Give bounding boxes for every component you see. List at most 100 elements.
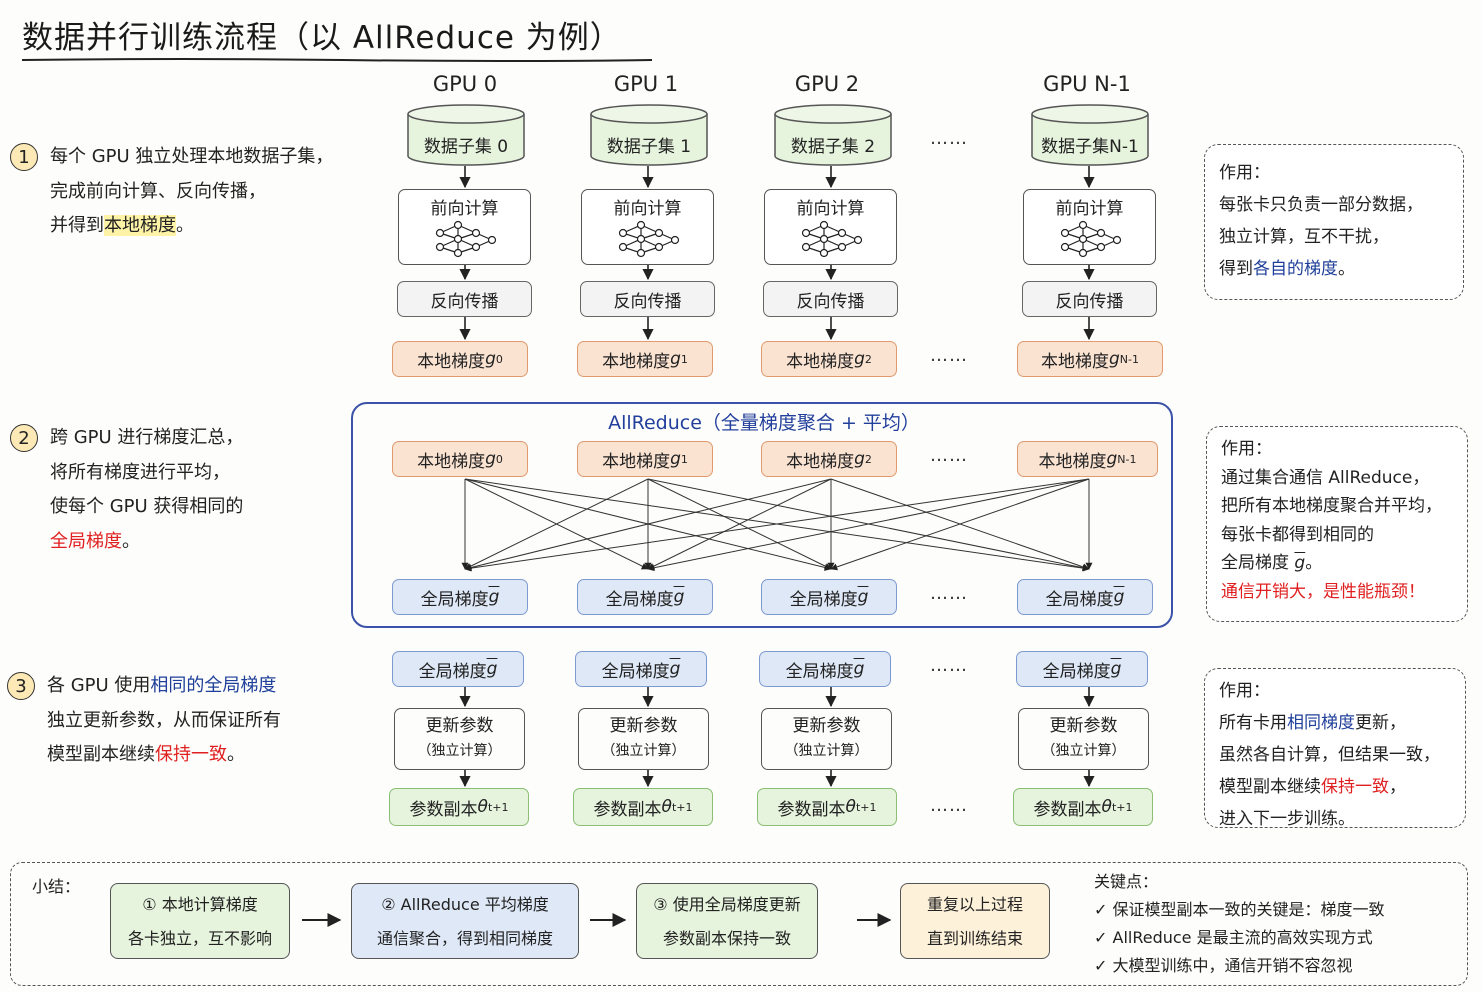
step-2-highlight: 全局梯度 (50, 530, 122, 552)
global-grad-1: 全局梯度 g (575, 651, 707, 687)
local-grad-label: 本地梯度 (417, 351, 486, 372)
theta-superscript: t+1 (1111, 800, 1133, 814)
side-note-post: 更新， (1355, 713, 1406, 733)
theta-superscript: t+1 (671, 800, 693, 814)
g-symbol: g (670, 449, 681, 469)
side-note-warning: 通信开销大，是性能瓶颈！ (1221, 581, 1425, 602)
step-2-line-3: 使每个 GPU 获得相同的 (50, 496, 244, 517)
update-sub-label: （独立计算） (601, 743, 686, 759)
update-label: 更新参数 (792, 716, 861, 736)
side-note-2: 作用： 通过集合通信 AllReduce， 把所有本地梯度聚合并平均， 每张卡都… (1206, 426, 1468, 622)
side-note-line: 所有卡用相同梯度更新， (1219, 707, 1451, 739)
key-point: ✓ AllReduce 是最主流的高效实现方式 (1094, 928, 1373, 947)
forward-box-n1: 前向计算 (1023, 189, 1156, 265)
g-subscript: 2 (864, 352, 872, 366)
dataset-label-0: 数据子集 0 (423, 137, 509, 157)
local-grad-label: 本地梯度 (786, 451, 855, 472)
side-note-line: 模型副本继续保持一致， (1219, 771, 1451, 803)
side-note-highlight: 各自的梯度 (1253, 259, 1338, 279)
side-note-line: 通过集合通信 AllReduce， (1221, 467, 1430, 488)
update-sub-label: （独立计算） (417, 743, 502, 759)
local-grad-label: 本地梯度 (417, 451, 486, 472)
backward-box-2: 反向传播 (763, 281, 898, 317)
global-grad-n1: 全局梯度 g (1016, 651, 1148, 687)
step-3-highlight-blue: 相同的全局梯度 (150, 675, 277, 696)
summary-box-sub: 参数副本保持一致 (662, 929, 791, 948)
allreduce-arrow (647, 478, 832, 570)
g-bar-symbol: g (669, 659, 681, 679)
page-title: 数据并行训练流程（以 AllReduce 为例） (22, 20, 622, 56)
step-3-line-2: 独立更新参数，从而保证所有 (47, 709, 281, 731)
step-1-text: 每个 GPU 独立处理本地数据子集， 完成前向计算、反向传播， 并得到本地梯度。 (50, 140, 333, 244)
side-note-pre: 全局梯度 (1221, 553, 1295, 573)
side-note-post: 。 (1305, 553, 1323, 573)
ellipsis-global: …… (930, 655, 968, 676)
side-note-line: 把所有本地梯度聚合并平均， (1221, 496, 1442, 516)
step-3-line-1: 各 GPU 使用相同的全局梯度 (47, 669, 281, 704)
global-grad-2: 全局梯度 g (759, 651, 891, 687)
local-grad-label: 本地梯度 (602, 451, 671, 472)
summary-box-3: ③ 使用全局梯度更新参数副本保持一致 (636, 883, 818, 959)
key-points-head: 关键点： (1094, 872, 1159, 891)
side-note-1: 作用： 每张卡只负责一部分数据， 独立计算，互不干扰， 得到各自的梯度。 (1204, 144, 1464, 300)
ellipsis-ar-local: …… (930, 445, 968, 466)
theta-superscript: t+1 (487, 800, 509, 814)
global-grad-label: 全局梯度 (420, 589, 489, 610)
local-grad-label: 本地梯度 (1041, 351, 1109, 372)
ar-global-grad-1: 全局梯度 g (577, 579, 713, 615)
dataset-label-2: 数据子集 2 (790, 137, 876, 157)
summary-box-sub: 各卡独立，互不影响 (127, 929, 272, 948)
neural-net-icon (1060, 220, 1121, 258)
theta-symbol: θ (1101, 797, 1112, 817)
ellipsis-params: …… (930, 795, 968, 816)
ar-global-grad-n1: 全局梯度 g (1017, 579, 1153, 615)
step-3-pre-2: 模型副本继续 (47, 744, 155, 765)
title-underline (22, 58, 652, 62)
step-1-pre: 并得到 (50, 215, 104, 236)
g-symbol: g (854, 449, 865, 469)
side-note-line: 每张卡只负责一部分数据， (1219, 195, 1423, 215)
side-note-pre: 模型副本继续 (1219, 777, 1321, 797)
step-2-number: 2 (10, 424, 38, 452)
step-1-number: 1 (10, 143, 38, 171)
param-copy-label: 参数副本 (593, 799, 662, 820)
summary-box-2: ② AllReduce 平均梯度通信聚合，得到相同梯度 (351, 883, 579, 959)
update-label: 更新参数 (425, 716, 494, 736)
side-note-line: 虽然各自计算，但结果一致， (1219, 745, 1440, 765)
side-note-highlight: 相同梯度 (1287, 713, 1355, 733)
dataset-label-1: 数据子集 1 (606, 137, 692, 157)
local-grad-label: 本地梯度 (786, 351, 855, 372)
summary-box-4: 重复以上过程直到训练结束 (900, 883, 1050, 959)
side-note-pre: 得到 (1219, 259, 1253, 279)
g-subscript: 2 (864, 452, 872, 466)
step-2-line-2: 将所有梯度进行平均， (50, 461, 230, 483)
forward-label: 前向计算 (796, 199, 865, 219)
step-1-line-1: 每个 GPU 独立处理本地数据子集， (50, 146, 334, 167)
dataset-cylinder-1 (590, 104, 708, 166)
param-copy-label: 参数副本 (1033, 799, 1102, 820)
allreduce-arrow (647, 478, 1090, 572)
step-1-post: 。 (176, 215, 194, 236)
update-box-0: 更新参数 （独立计算） (394, 708, 525, 770)
global-grad-0: 全局梯度 g (392, 651, 524, 687)
g-subscript: N-1 (1117, 452, 1137, 466)
g-bar-symbol: g (853, 659, 865, 679)
global-grad-label: 全局梯度 (1045, 589, 1114, 610)
side-note-head: 作用： (1219, 163, 1270, 183)
update-box-2: 更新参数（独立计算） (761, 708, 892, 770)
dataset-cylinder-0 (407, 104, 525, 166)
gpu-n1-header: GPU N-1 (1043, 72, 1131, 96)
step-1-line-3: 并得到本地梯度。 (50, 209, 333, 244)
side-note-line: 得到各自的梯度。 (1219, 253, 1449, 285)
summary-box-title: ③ 使用全局梯度更新 (653, 895, 801, 914)
global-grad-label: 全局梯度 (418, 661, 487, 682)
step-3-pre: 各 GPU 使用 (47, 675, 151, 696)
